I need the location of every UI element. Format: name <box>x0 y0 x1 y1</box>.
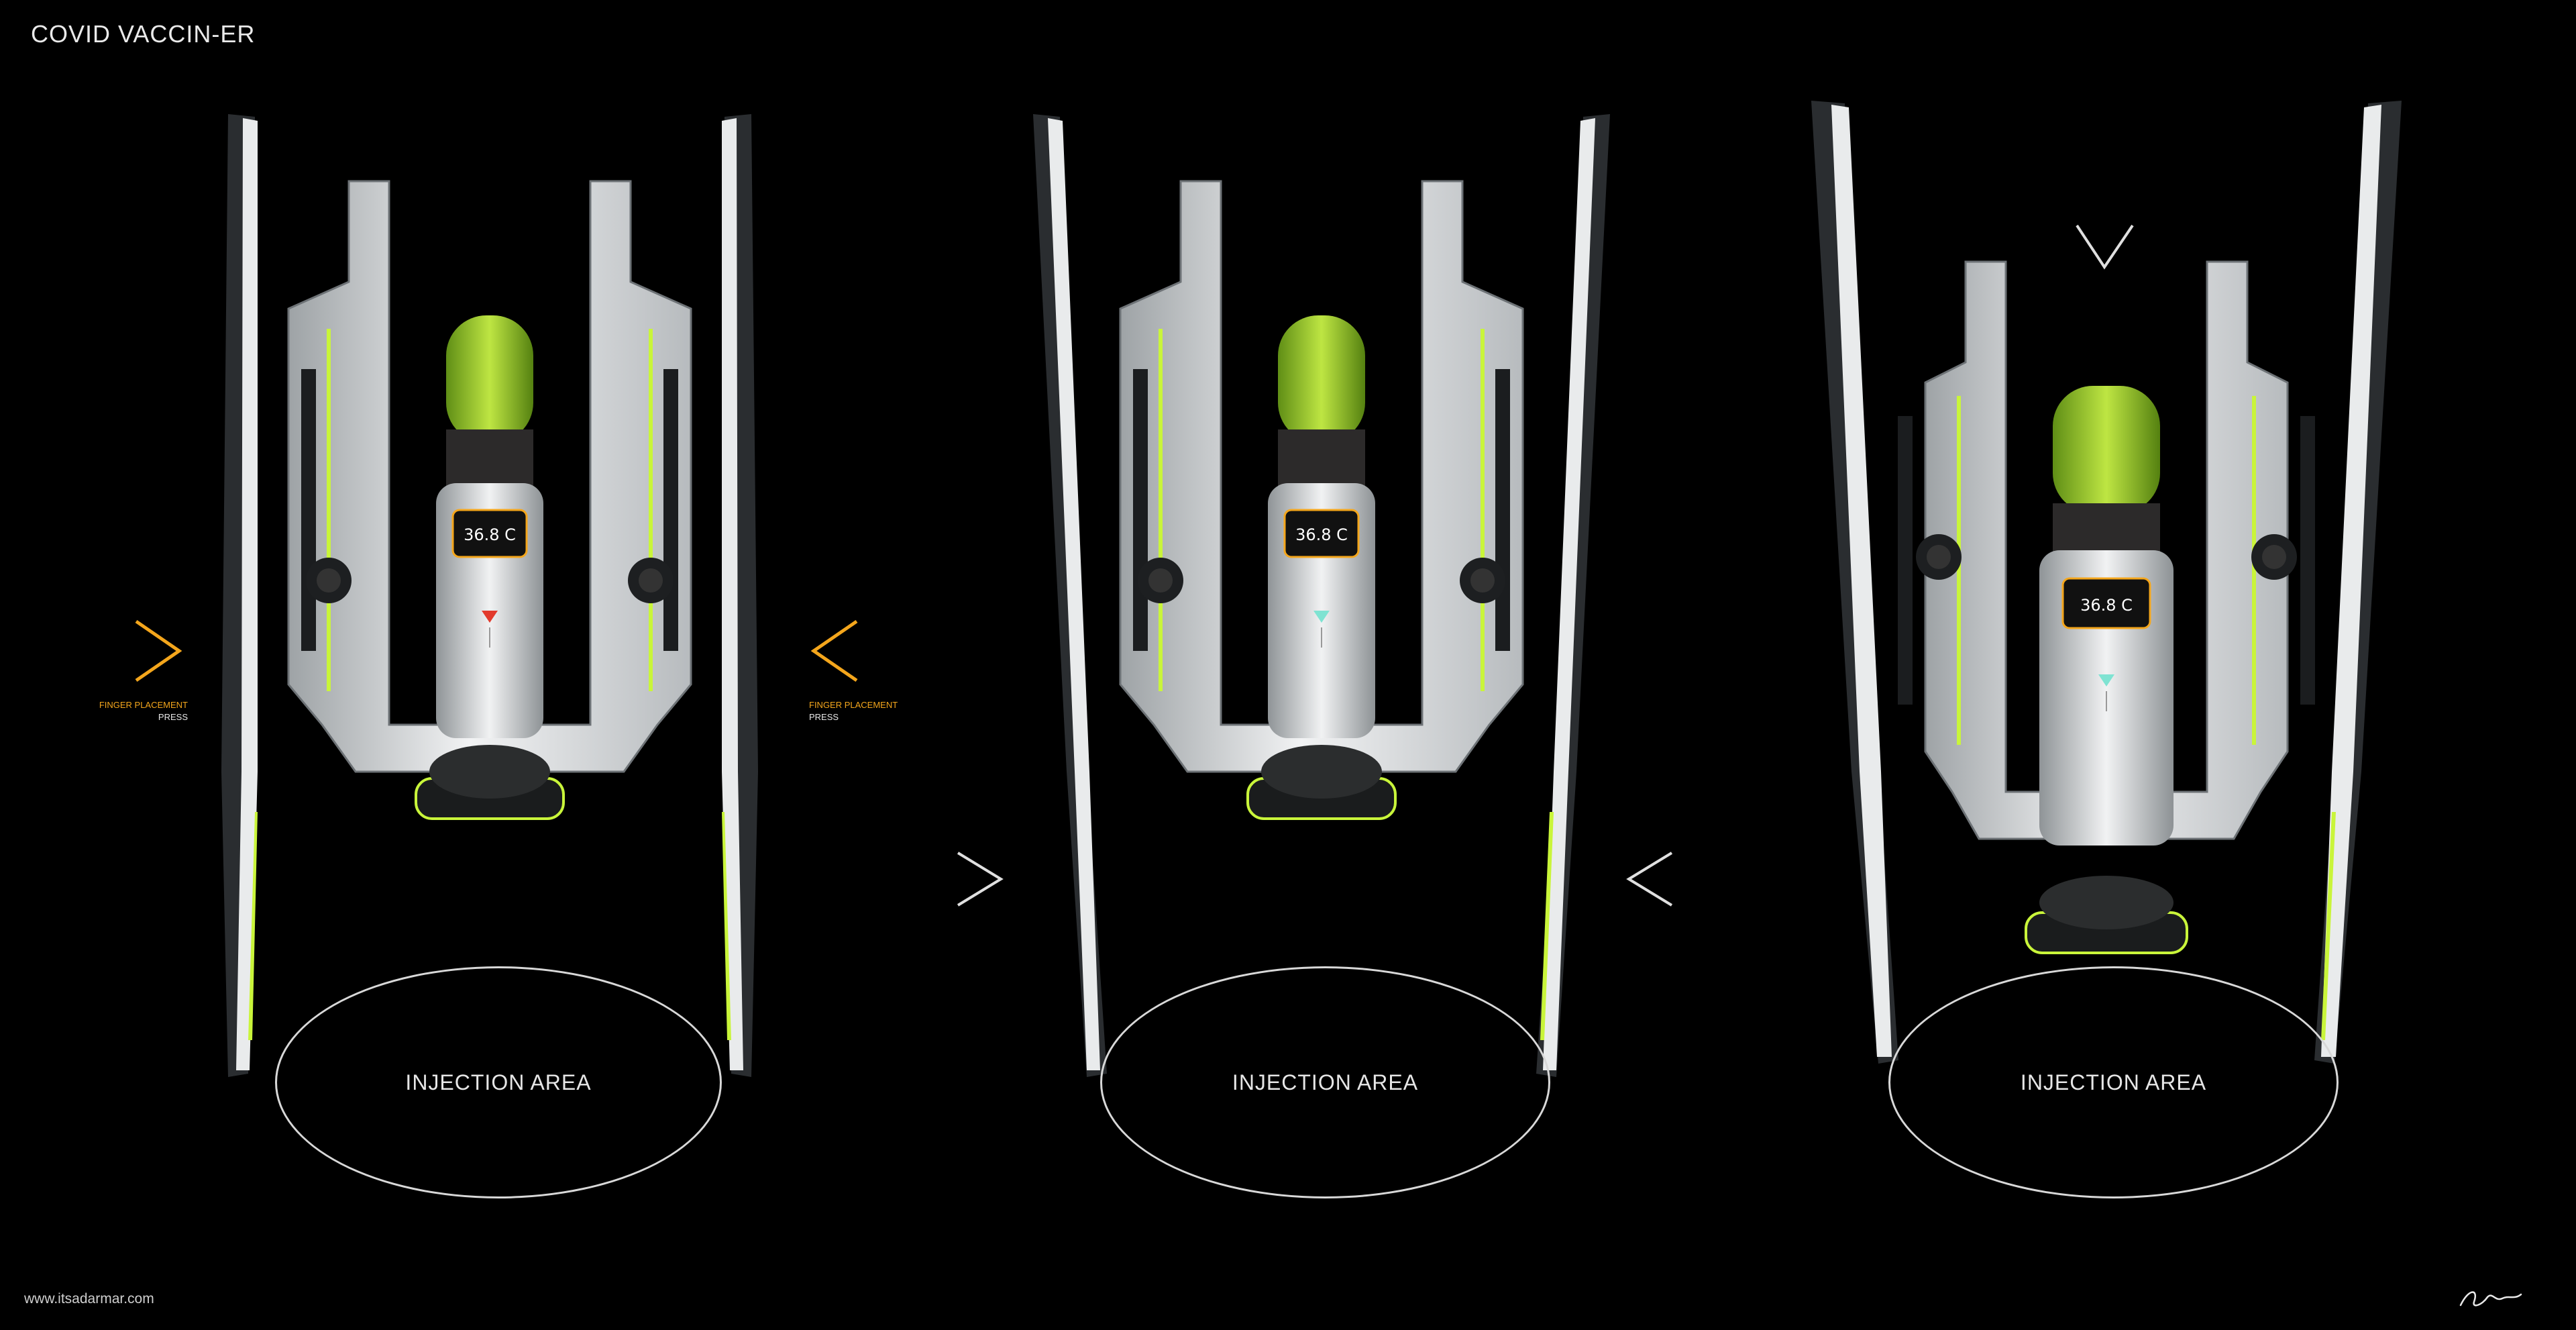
chevron-right-icon <box>135 619 182 682</box>
indicator-icon <box>482 611 498 623</box>
injection-area: INJECTION AREA <box>1100 966 1550 1198</box>
signature-mark <box>2459 1291 2522 1307</box>
injection-area-label: INJECTION AREA <box>405 1070 592 1094</box>
chevron-left-icon <box>1626 852 1673 907</box>
injection-area-label: INJECTION AREA <box>1232 1070 1419 1094</box>
indicator-icon <box>2098 674 2114 686</box>
finger-placement-hint: FINGER PLACEMENT PRESS <box>99 700 188 722</box>
vaccinator-device-1: 36.8 C <box>221 114 758 1077</box>
page-title: COVID VACCIN-ER <box>31 20 256 48</box>
chevron-left-icon <box>810 619 858 682</box>
indicator-icon <box>1313 611 1330 623</box>
temperature-display: 36.8 C <box>464 525 516 544</box>
chevron-right-icon <box>957 852 1004 907</box>
finger-placement-hint: FINGER PLACEMENT PRESS <box>809 700 898 722</box>
injection-area: INJECTION AREA <box>275 966 722 1198</box>
chevron-down-icon <box>2076 224 2134 270</box>
temperature-display: 36.8 C <box>2080 596 2133 615</box>
injection-area-label: INJECTION AREA <box>2020 1070 2207 1094</box>
temperature-display: 36.8 C <box>1295 525 1348 544</box>
vaccinator-device-3: 36.8 C <box>1811 101 2402 1064</box>
vaccinator-device-2: 36.8 C <box>1033 114 1610 1077</box>
footer-url: www.itsadarmar.com <box>24 1291 154 1307</box>
injection-area: INJECTION AREA <box>1888 966 2339 1198</box>
